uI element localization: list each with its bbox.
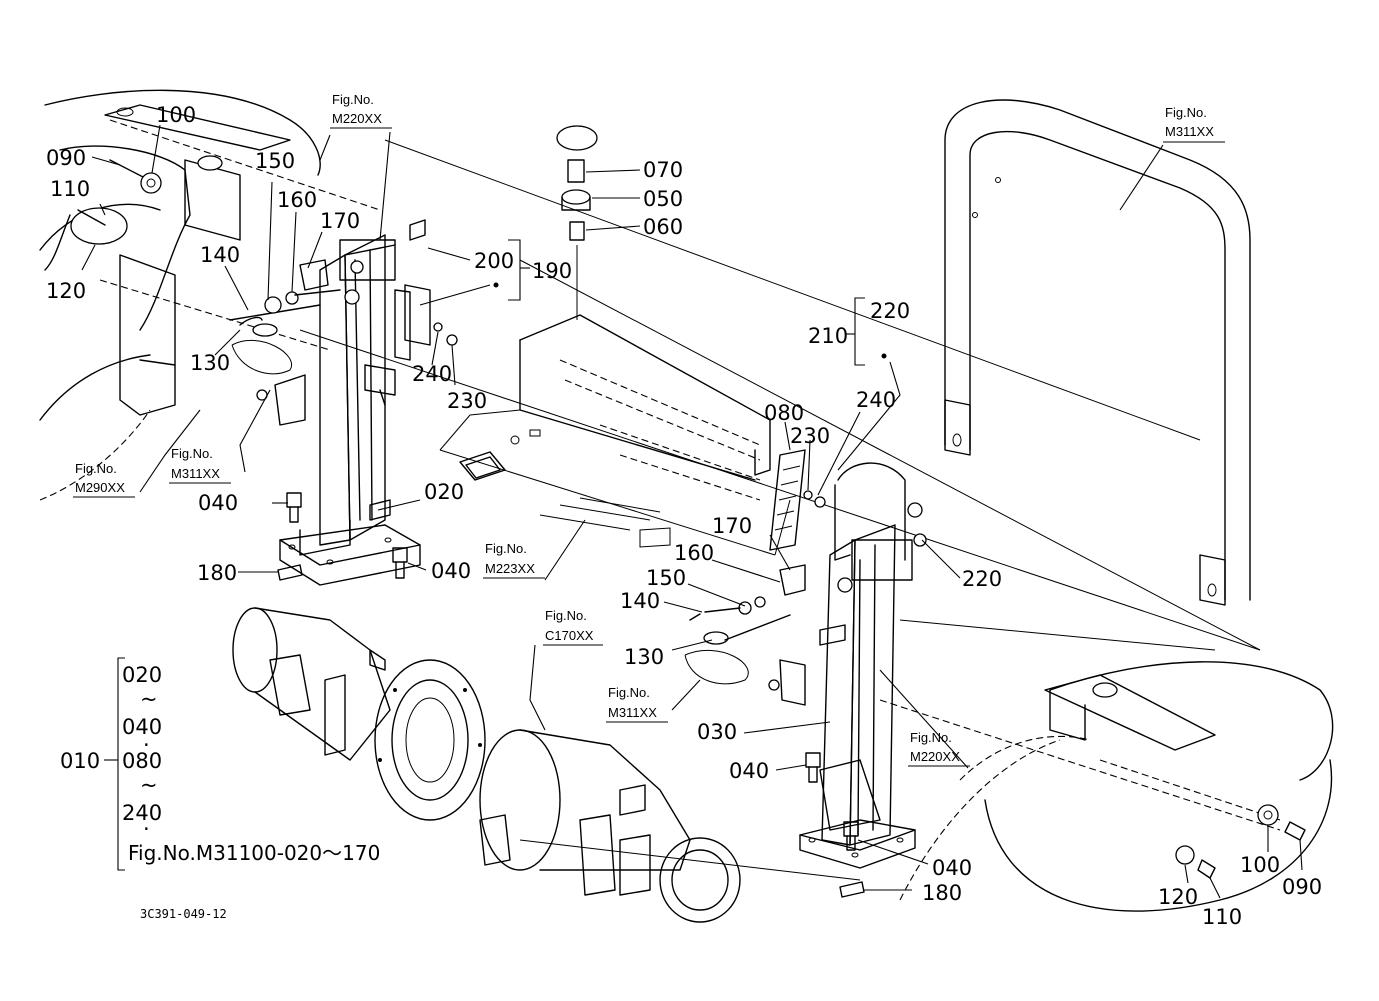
part-label-210: 210 [808, 324, 848, 348]
svg-text:Fig.No.: Fig.No. [171, 446, 213, 461]
part-label-060: 060 [643, 215, 683, 239]
fig-ref-m220-top: Fig.No. M220XX [330, 92, 392, 129]
svg-text:Fig.No.: Fig.No. [75, 461, 117, 476]
part-label-020: 020 [424, 480, 464, 504]
part-label-160: 160 [674, 541, 714, 565]
left-top-tabs [299, 219, 458, 361]
part-label-040: 040 [431, 559, 471, 583]
part-label-050: 050 [643, 187, 683, 211]
part-label-030: 030 [697, 720, 737, 744]
center-panel [439, 314, 791, 556]
part-label-230: 230 [790, 424, 830, 448]
assembly-bracket-010 [104, 657, 125, 871]
svg-text:M311XX: M311XX [1165, 124, 1214, 139]
svg-text:Fig.No.: Fig.No. [545, 608, 587, 623]
part-label-240: 240 [412, 362, 452, 386]
part-number-labels: 100 090 110 120 150 160 170 140 130 200 … [46, 103, 1322, 929]
part-label-220: 220 [962, 567, 1002, 591]
fig-ref-m311-top: Fig.No. M311XX [1163, 105, 1225, 143]
bolts-040 [286, 492, 859, 851]
fig-ref-m311-mid: Fig.No. M311XX [606, 685, 668, 723]
part-label-230: 230 [447, 389, 487, 413]
left-axle-housing [232, 607, 486, 821]
part-label-040: 040 [198, 491, 238, 515]
svg-text:Fig.No.: Fig.No. [485, 541, 527, 556]
leader-lines [81, 124, 1303, 899]
right-axle-housing [479, 729, 741, 923]
part-label-100: 100 [1240, 853, 1280, 877]
svg-text:M311XX: M311XX [608, 705, 657, 720]
right-fender-outline [879, 661, 1334, 912]
assembly-id: 010 [60, 749, 100, 773]
assembly-item: 020 [122, 663, 162, 687]
group-bracket-190 [493, 239, 530, 301]
left-rops-bracket-020 [279, 234, 421, 586]
part-label-130: 130 [624, 645, 664, 669]
left-bolt-stack [77, 159, 341, 426]
fig-ref-m220-right: Fig.No. M220XX [908, 730, 970, 767]
svg-text:Fig.No.: Fig.No. [910, 730, 952, 745]
part-label-170: 170 [320, 209, 360, 233]
part-label-200: 200 [474, 249, 514, 273]
svg-text:C170XX: C170XX [545, 628, 594, 643]
fig-ref-c170: Fig.No. C170XX [543, 608, 603, 646]
assembly-note: 010 020 ~ 040 · 080 ~ 240 · Fig.No.M3110… [60, 663, 380, 865]
assembly-fig-note: Fig.No.M31100-020～170 [128, 841, 380, 865]
right-bolt-stack [684, 564, 806, 706]
svg-text:M220XX: M220XX [910, 749, 960, 764]
part-label-170: 170 [712, 514, 752, 538]
right-small-parts [803, 490, 1306, 879]
part-label-040: 040 [932, 856, 972, 880]
part-label-220: 220 [870, 299, 910, 323]
assembly-item: 240 [122, 801, 162, 825]
part-label-110: 110 [1202, 905, 1242, 929]
pins-180 [277, 564, 865, 898]
part-label-100: 100 [156, 103, 196, 127]
lever-grip-080 [769, 449, 806, 551]
part-label-040: 040 [729, 759, 769, 783]
svg-text:M290XX: M290XX [75, 480, 125, 495]
part-label-240: 240 [856, 388, 896, 412]
figure-references: Fig.No. M220XX Fig.No. M311XX Fig.No. M2… [73, 92, 1225, 767]
svg-text:M311XX: M311XX [171, 466, 220, 481]
fig-ref-m290: Fig.No. M290XX [73, 461, 135, 498]
part-label-110: 110 [50, 177, 90, 201]
rops-frame [944, 99, 1251, 606]
part-label-130: 130 [190, 351, 230, 375]
part-label-090: 090 [46, 146, 86, 170]
part-label-140: 140 [200, 243, 240, 267]
right-rops-bracket-030 [799, 462, 927, 869]
part-label-090: 090 [1282, 875, 1322, 899]
part-label-120: 120 [46, 279, 86, 303]
assembly-item: ~ [140, 687, 158, 711]
svg-text:M223XX: M223XX [485, 561, 535, 576]
fig-ref-m311-left: Fig.No. M311XX [169, 446, 231, 484]
svg-text:M220XX: M220XX [332, 111, 382, 126]
fig-ref-m223: Fig.No. M223XX [483, 541, 545, 579]
left-fender-outline [39, 89, 381, 501]
top-knob-stack [556, 125, 598, 320]
assembly-item: · [143, 817, 150, 841]
assembly-item: · [143, 733, 150, 757]
part-label-180: 180 [197, 561, 237, 585]
svg-text:Fig.No.: Fig.No. [332, 92, 374, 107]
assembly-item: 080 [122, 749, 162, 773]
assembly-item: 040 [122, 715, 162, 739]
assembly-item: ~ [140, 773, 158, 797]
part-label-150: 150 [255, 149, 295, 173]
part-label-150: 150 [646, 566, 686, 590]
part-label-120: 120 [1158, 885, 1198, 909]
part-label-140: 140 [620, 589, 660, 613]
part-label-080: 080 [764, 401, 804, 425]
part-label-190: 190 [532, 259, 572, 283]
svg-text:Fig.No.: Fig.No. [1165, 105, 1207, 120]
assembly-guide-lines [299, 139, 1261, 881]
group-bracket-210 [845, 297, 887, 366]
part-label-180: 180 [922, 881, 962, 905]
drawing-code: 3C391-049-12 [140, 907, 227, 921]
svg-text:Fig.No.: Fig.No. [608, 685, 650, 700]
part-label-070: 070 [643, 158, 683, 182]
part-label-160: 160 [277, 188, 317, 212]
